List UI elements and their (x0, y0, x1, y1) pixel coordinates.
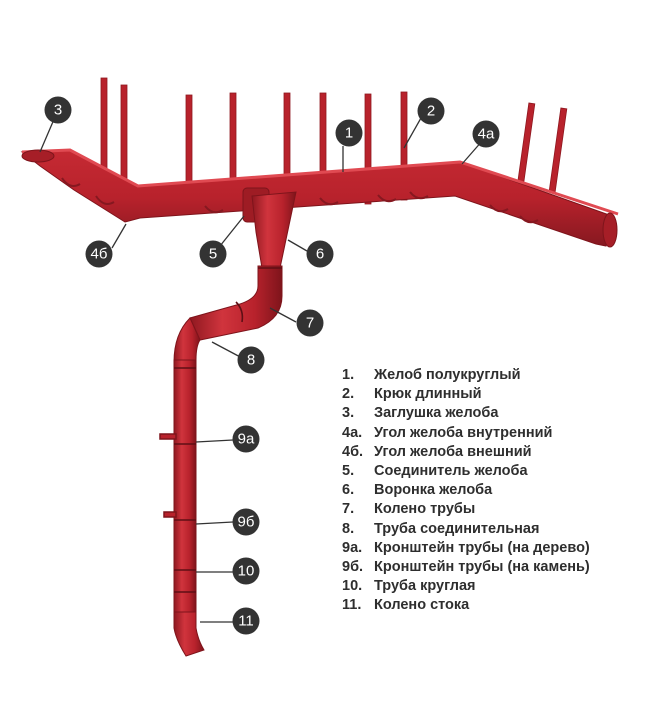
callout-11: 11 (232, 607, 260, 635)
hook (548, 107, 568, 194)
hook (120, 84, 128, 187)
svg-text:7: 7 (306, 315, 314, 332)
svg-text:5: 5 (209, 246, 217, 263)
callout-7: 7 (296, 309, 324, 337)
gutter-rim (21, 148, 619, 216)
hook (185, 94, 193, 186)
svg-text:4а: 4а (478, 126, 495, 143)
svg-text:10: 10 (238, 563, 255, 580)
hook (364, 93, 372, 205)
legend-item: 5.Соединитель желоба (342, 462, 528, 479)
downpipe (173, 359, 197, 616)
outlet-elbow (173, 611, 205, 657)
legend-item: 9б.Кронштейн трубы (на камень) (342, 558, 590, 575)
svg-text:11: 11 (238, 613, 254, 630)
parts-legend: 1.Желоб полукруглый 2.Крюк длинный 3.Заг… (342, 366, 590, 615)
legend-item: 10.Труба круглая (342, 578, 476, 595)
svg-text:2: 2 (427, 103, 435, 120)
hook (516, 102, 536, 189)
callout-4b: 4б (85, 240, 113, 268)
end-cap (21, 149, 55, 163)
svg-text:4б: 4б (91, 246, 108, 263)
legend-item: 2.Крюк длинный (342, 386, 482, 403)
callout-9a: 9а (232, 425, 260, 453)
legend-item: 3.Заглушка желоба (342, 405, 499, 422)
legend-item: 9а.Кронштейн трубы (на дерево) (342, 539, 590, 556)
svg-text:8: 8 (247, 352, 255, 369)
legend-item: 1.Желоб полукруглый (342, 367, 521, 383)
callout-3: 3 (44, 96, 72, 124)
callout-5: 5 (199, 240, 227, 268)
callout-6: 6 (306, 240, 334, 268)
callout-1: 1 (335, 119, 363, 147)
callout-10: 10 (232, 557, 260, 585)
hook (229, 92, 237, 189)
legend-item: 7.Колено трубы (342, 501, 476, 518)
pipe-brackets (159, 433, 177, 518)
callout-8: 8 (237, 346, 265, 374)
pipe-bracket-wood (159, 433, 177, 440)
callouts: 3 1 2 4а 4б 5 6 7 8 9а 9б 10 11 (44, 96, 500, 635)
long-hooks (100, 77, 568, 205)
callout-9b: 9б (232, 508, 260, 536)
legend-item: 4б.Угол желоба внешний (342, 443, 532, 460)
legend-item: 6.Воронка желоба (342, 482, 493, 499)
drain-funnel (251, 191, 297, 269)
leader-lines (39, 109, 484, 623)
svg-text:6: 6 (316, 246, 324, 263)
callout-4a: 4а (472, 120, 500, 148)
svg-text:9б: 9б (238, 514, 255, 531)
gutter-end-right (602, 212, 618, 248)
pipe-joints (174, 267, 282, 593)
svg-text:3: 3 (54, 102, 62, 119)
pipe-assembly (173, 265, 283, 657)
pipe-bracket-stone (163, 511, 177, 518)
svg-text:9а: 9а (238, 431, 255, 448)
callout-2: 2 (417, 97, 445, 125)
legend-item: 11.Колено стока (342, 597, 470, 614)
legend-item: 8.Труба соединительная (342, 520, 540, 537)
svg-text:1: 1 (345, 125, 353, 142)
legend-item: 4а.Угол желоба внутренний (342, 424, 553, 441)
